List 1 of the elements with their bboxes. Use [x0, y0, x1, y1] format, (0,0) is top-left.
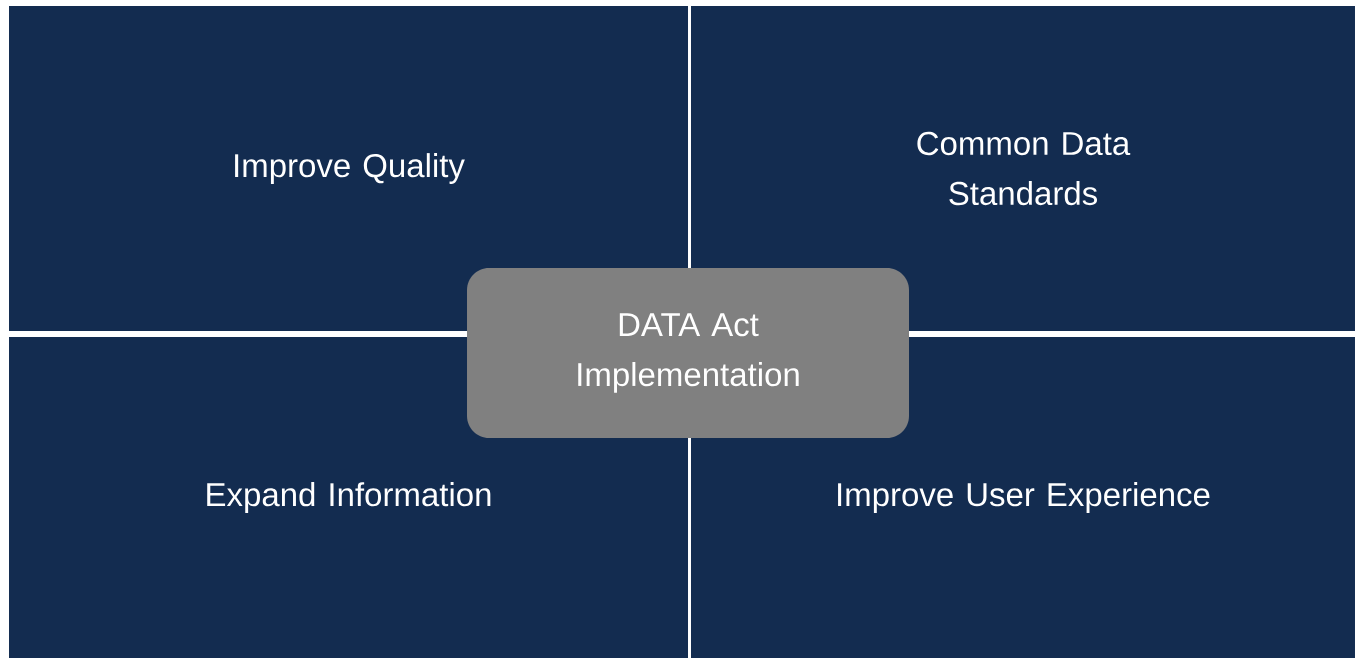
center-box: DATA Act Implementation: [467, 268, 909, 438]
